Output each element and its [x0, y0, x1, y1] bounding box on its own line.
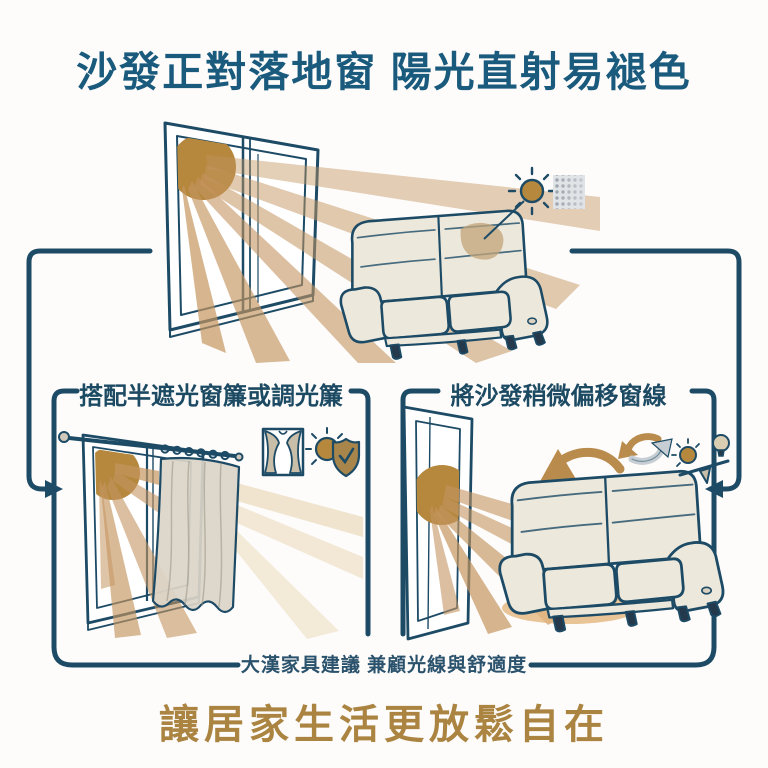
diffused-rays: [233, 483, 363, 639]
left-flow-arrow: [26, 248, 153, 492]
sheer-curtain: [151, 456, 241, 614]
sofa: [498, 469, 725, 633]
page-title: 沙發正對落地窗 陽光直射易褪色: [76, 49, 692, 95]
slogan-title: 讓居家生活更放鬆自在: [159, 703, 609, 747]
sun-shield-check-icon: [305, 427, 361, 478]
left-panel-bracket-left: [51, 388, 241, 668]
curtain-solution-illustration: [58, 427, 363, 639]
right-arrowhead-icon: [705, 480, 723, 498]
sofa: [339, 209, 549, 361]
move-arrow-icon: [538, 447, 625, 485]
problem-illustration: [163, 121, 600, 363]
curtain-solution-title: 搭配半遮光窗簾或調光簾: [79, 383, 343, 410]
offset-solution-title: 將沙發稍微偏移窗線: [450, 383, 667, 410]
rotate-arrows-icon: [618, 433, 673, 465]
right-panel-bracket-left: [400, 388, 441, 637]
curtain-icon: [261, 427, 305, 477]
left-panel-bracket-right: [348, 388, 371, 637]
fade-swatch-icon: [553, 175, 585, 209]
offset-solution-illustration: [402, 405, 730, 641]
right-flow-arrow: [569, 248, 742, 492]
sun-icon: [507, 166, 557, 216]
left-arrowhead-icon: [45, 480, 63, 498]
right-panel-bracket-right: [528, 388, 717, 668]
light-comfort-balance-icon: [671, 434, 730, 484]
brand-advice-note: 大漢家具建議 兼顧光線與舒適度: [240, 655, 528, 676]
curtain-rod: [58, 431, 244, 462]
